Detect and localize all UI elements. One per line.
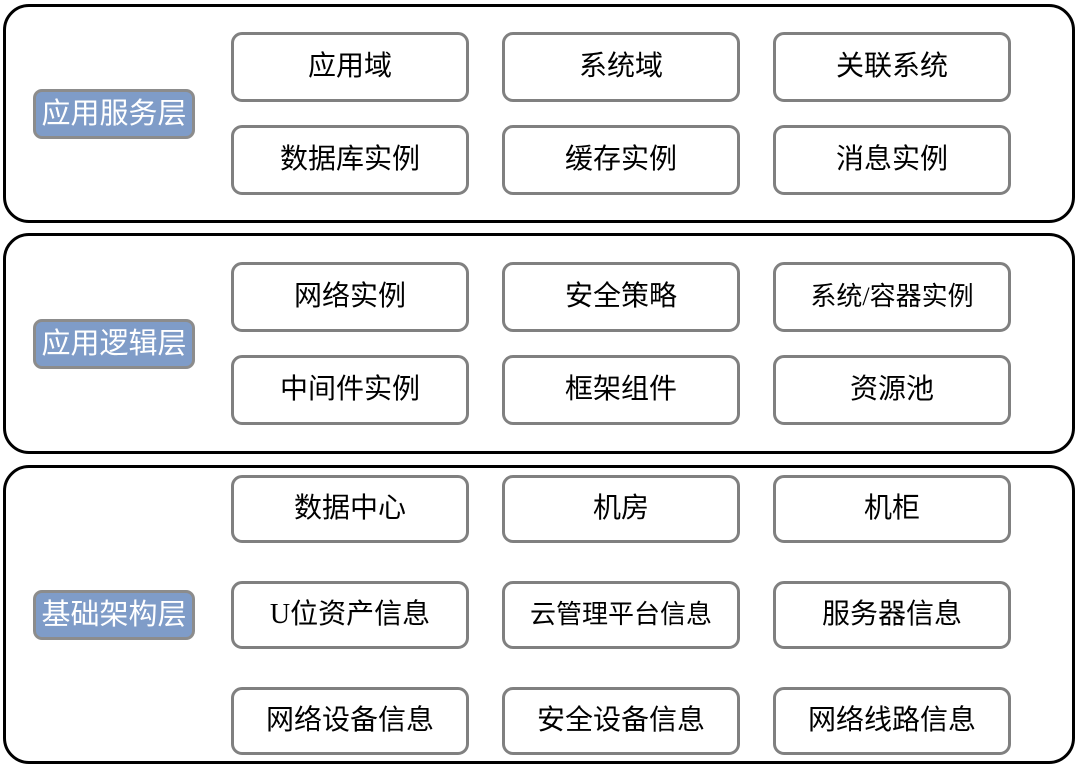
item-box[interactable]: 网络实例 [231,262,469,332]
item-box[interactable]: 缓存实例 [502,125,740,195]
item-box[interactable]: 服务器信息 [773,580,1011,649]
item-box[interactable]: 数据中心 [231,474,469,543]
item-box[interactable]: 系统/容器实例 [773,262,1011,332]
layer-label-zone: 基础架构层 [6,589,231,640]
item-box[interactable]: 安全策略 [502,262,740,332]
item-box[interactable]: 网络线路信息 [773,686,1011,755]
layer-label-application-service: 应用服务层 [33,88,195,139]
layer-label-application-logic: 应用逻辑层 [33,318,195,369]
layer-label-infrastructure: 基础架构层 [33,589,195,640]
item-box[interactable]: 消息实例 [773,125,1011,195]
item-box[interactable]: 云管理平台信息 [502,580,740,649]
layer-label-zone: 应用逻辑层 [6,318,231,369]
layer-label-zone: 应用服务层 [6,88,231,139]
layer-item-grid: 应用域 系统域 关联系统 数据库实例 缓存实例 消息实例 [231,32,1072,195]
layer-infrastructure: 基础架构层 数据中心 机房 机柜 U位资产信息 云管理平台信息 服务器信息 网络… [3,465,1075,764]
item-box[interactable]: U位资产信息 [231,580,469,649]
layer-item-grid: 网络实例 安全策略 系统/容器实例 中间件实例 框架组件 资源池 [231,262,1072,425]
item-box[interactable]: 中间件实例 [231,355,469,425]
item-box[interactable]: 安全设备信息 [502,686,740,755]
layer-application-logic: 应用逻辑层 网络实例 安全策略 系统/容器实例 中间件实例 框架组件 资源池 [3,233,1075,454]
item-box[interactable]: 框架组件 [502,355,740,425]
item-box[interactable]: 机柜 [773,474,1011,543]
item-box[interactable]: 数据库实例 [231,125,469,195]
layer-application-service: 应用服务层 应用域 系统域 关联系统 数据库实例 缓存实例 消息实例 [3,4,1075,223]
item-box[interactable]: 应用域 [231,32,469,102]
item-box[interactable]: 机房 [502,474,740,543]
item-box[interactable]: 关联系统 [773,32,1011,102]
item-box[interactable]: 网络设备信息 [231,686,469,755]
item-box[interactable]: 资源池 [773,355,1011,425]
item-box[interactable]: 系统域 [502,32,740,102]
layer-item-grid: 数据中心 机房 机柜 U位资产信息 云管理平台信息 服务器信息 网络设备信息 安… [231,474,1072,755]
